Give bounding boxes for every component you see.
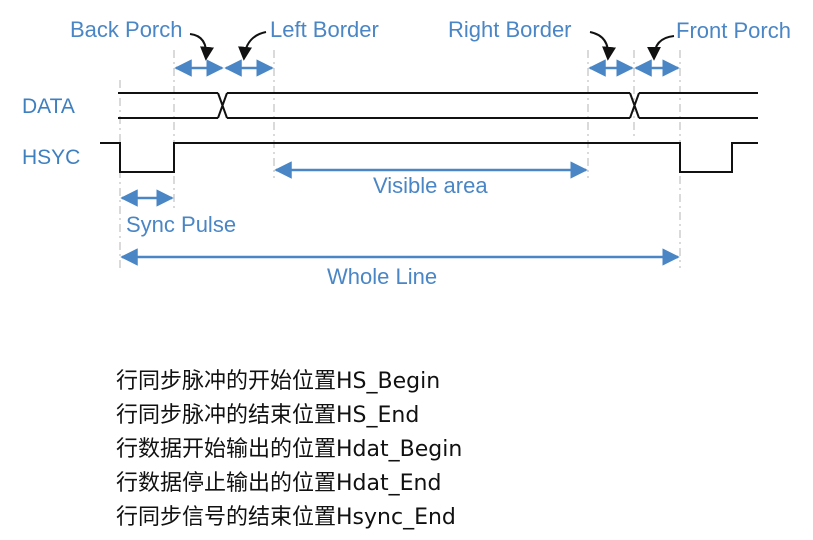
left-border-label: Left Border — [270, 17, 379, 42]
sync-pulse-label: Sync Pulse — [126, 212, 236, 237]
note-hdat-begin: 行数据开始输出的位置Hdat_Begin — [116, 437, 463, 462]
note-hsync-end: 行同步信号的结束位置Hsync_End — [116, 505, 456, 530]
note-hs-begin: 行同步脉冲的开始位置HS_Begin — [116, 369, 441, 394]
data-signal-label: DATA — [22, 95, 75, 118]
left-border-pointer-arrow — [238, 31, 267, 61]
visible-area-label: Visible area — [373, 173, 488, 198]
hsync-waveform — [100, 142, 758, 173]
note-hdat-end: 行数据停止输出的位置Hdat_End — [116, 471, 442, 496]
position-notes-list: 行同步脉冲的开始位置HS_Begin 行同步脉冲的结束位置HS_End 行数据开… — [116, 365, 462, 535]
dimension-arrows — [120, 59, 680, 266]
right-border-label: Right Border — [448, 17, 572, 42]
hsync-signal-label: HSYC — [22, 146, 80, 169]
data-waveform — [118, 92, 758, 119]
note-hs-end: 行同步脉冲的结束位置HS_End — [116, 403, 420, 428]
back-porch-pointer-arrow — [189, 33, 214, 61]
back-porch-label: Back Porch — [70, 17, 183, 42]
whole-line-label: Whole Line — [327, 264, 437, 289]
pointer-arrows — [189, 31, 675, 61]
front-porch-label: Front Porch — [676, 18, 791, 43]
right-border-pointer-arrow — [589, 31, 616, 61]
front-porch-pointer-arrow — [647, 35, 675, 61]
